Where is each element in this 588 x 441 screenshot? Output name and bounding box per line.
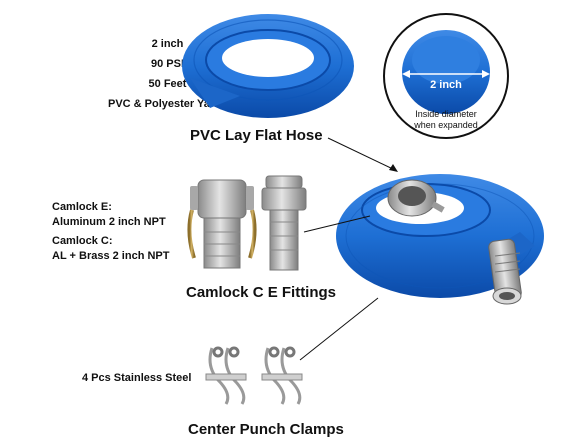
- clamp-right-pair: [261, 346, 303, 405]
- diameter-caption-1: Inside diameter: [415, 109, 477, 119]
- clamp-left-pair: [205, 346, 247, 405]
- hose-title: PVC Lay Flat Hose: [190, 127, 323, 144]
- arrow-head-icon: [389, 164, 398, 172]
- clamp-count-label: 4 Pcs Stainless Steel: [82, 372, 192, 384]
- spec-length: 50 Feet: [148, 78, 187, 90]
- camlock-c-label: Camlock C: AL + Brass 2 inch NPT: [52, 234, 169, 264]
- camlock-fitting-end: [488, 238, 522, 305]
- diameter-value: 2 inch: [430, 79, 462, 91]
- clamp-pointer-line: [299, 297, 379, 361]
- camlock-c-spec: AL + Brass 2 inch NPT: [52, 250, 170, 262]
- arrow-left-icon: [402, 70, 410, 78]
- camlock-fitting-top: [387, 179, 445, 217]
- clamp-title: Center Punch Clamps: [188, 421, 344, 438]
- camlock-e-name: Camlock E:: [52, 201, 112, 213]
- camlock-c-fitting: [187, 179, 257, 269]
- spec-size: 2 inch: [151, 38, 184, 50]
- arrow-right-icon: [482, 70, 490, 78]
- rolled-hose-top: [182, 14, 354, 118]
- camlock-e-label: Camlock E: Aluminum 2 inch NPT: [52, 200, 166, 230]
- spec-material: PVC & Polyester Yarns: [108, 98, 228, 110]
- camlock-pointer-line: [303, 215, 371, 233]
- assembled-hose: [336, 174, 544, 305]
- camlock-c-name: Camlock C:: [52, 235, 113, 247]
- camlock-title: Camlock C E Fittings: [186, 284, 337, 301]
- pointer-arrow: [327, 137, 398, 172]
- spec-pressure: 90 PSI: [151, 58, 185, 70]
- diameter-detail: 2 inch Inside diameter when expanded: [383, 13, 509, 139]
- spec-list: 2 inch 90 PSI 50 Feet PVC & Polyester Ya…: [108, 34, 227, 114]
- camlock-e-spec: Aluminum 2 inch NPT: [52, 216, 166, 228]
- camlock-e-fitting: [261, 175, 307, 271]
- diameter-caption-2: when expanded: [413, 120, 478, 130]
